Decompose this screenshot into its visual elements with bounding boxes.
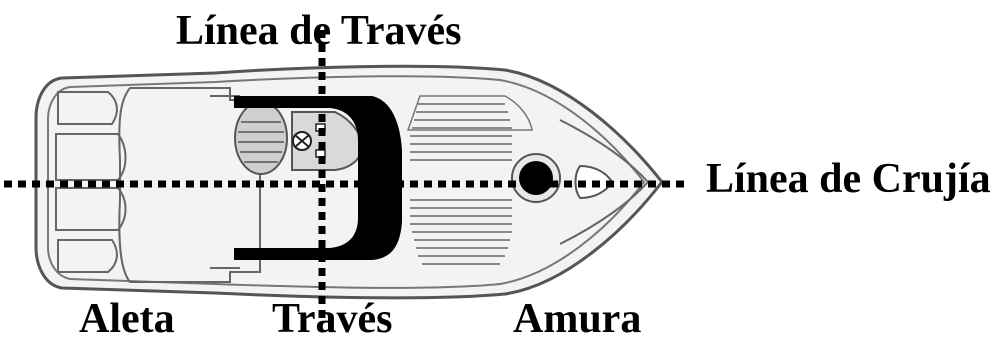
quarter-label: Aleta [79,298,175,340]
rear-seat [235,102,287,174]
keel-line-label: Línea de Crujía [706,158,991,200]
beam-label: Través [272,298,393,340]
beam-line-label: Línea de Través [176,10,461,52]
anchor-hatch [512,154,560,202]
bow-label: Amura [513,298,641,340]
